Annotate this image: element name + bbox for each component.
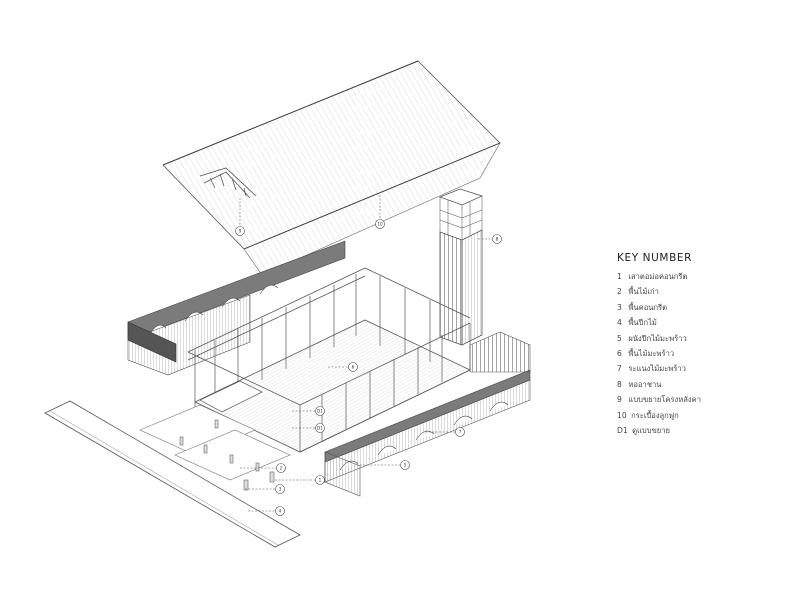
key-number-legend: KEY NUMBER 1 เสาตอม่อคอนกรีต 2 พื้นไม้เก…	[617, 252, 792, 438]
roof-eave	[243, 142, 501, 250]
front-frame	[299, 322, 471, 453]
callout-d1-b[interactable]: D1	[315, 423, 325, 433]
tower-shaft-right	[461, 229, 483, 346]
main-frame	[187, 267, 471, 412]
legend-item: 9 แบบขยายโครงหลังคา	[617, 392, 792, 407]
callout-9[interactable]: 9	[235, 226, 245, 236]
callout-label: 4	[279, 509, 282, 514]
callout-8[interactable]: 8	[492, 234, 502, 244]
tower	[438, 188, 484, 346]
front-louvers	[469, 331, 531, 373]
legend-item: 2 พื้นไม้เก่า	[617, 284, 792, 299]
callout-leaders	[239, 195, 492, 512]
callout-4[interactable]: 4	[275, 506, 285, 516]
roof	[162, 60, 501, 276]
back-wall-left	[127, 240, 346, 376]
legend-item: 10 กระเบื้องลูกฟูก	[617, 408, 792, 423]
back-wall-base	[127, 294, 251, 376]
callout-label: 2	[280, 466, 283, 471]
callout-label: 5	[404, 463, 407, 468]
legend-item-text: แบบขยายโครงหลังคา	[628, 395, 701, 405]
legend-item-number: 8	[617, 379, 622, 389]
callout-label: D1	[317, 409, 323, 414]
legend-item-number: 10	[617, 410, 627, 420]
legend-item: 8 หออาชาน	[617, 377, 792, 392]
legend-item: 4 พื้นปีกไม้	[617, 315, 792, 330]
callout-label: 1	[319, 478, 322, 483]
legend-item-text: หออาชาน	[628, 379, 662, 389]
legend-item: 7 ระแนงไม้มะพร้าว	[617, 361, 792, 376]
legend-item-text: พื้นไม้เก่า	[628, 287, 659, 297]
legend-item-number: 3	[617, 302, 622, 312]
legend-title: KEY NUMBER	[617, 252, 693, 264]
callout-2[interactable]: 2	[276, 463, 286, 473]
front-wall	[324, 369, 531, 497]
callout-7[interactable]: 7	[455, 427, 465, 437]
legend-item-number: 5	[617, 333, 622, 343]
callout-5[interactable]: 5	[400, 460, 410, 470]
legend-item-text: กระเบื้องลูกฟูก	[631, 410, 679, 420]
legend-item-number: 1	[617, 272, 622, 281]
side-room	[199, 380, 263, 413]
callout-label: D1	[317, 426, 323, 431]
column	[243, 471, 275, 491]
callout-d1-a[interactable]: D1	[315, 406, 325, 416]
legend-item-number: 9	[617, 395, 622, 405]
legend-item-text: พื้นคอนกรีต	[628, 302, 668, 312]
legend-item-number: 7	[617, 364, 622, 374]
legend-item-text: พื้นไม้มะพร้าว	[628, 349, 675, 359]
legend-item-text: ดูแบบขยาย	[632, 426, 670, 436]
callout-10[interactable]: 10	[375, 219, 385, 229]
legend-item-number: D1	[617, 426, 628, 436]
legend-item: 6 พื้นไม้มะพร้าว	[617, 346, 792, 361]
tower-shaft-left	[439, 231, 463, 346]
legend-item: 3 พื้นคอนกรีต	[617, 300, 792, 315]
callout-label: 3	[279, 487, 282, 492]
callout-label: 6	[352, 365, 355, 370]
legend-item-text: ผนังปีกไม้มะพร้าว	[628, 333, 687, 343]
callout-1[interactable]: 1	[315, 475, 325, 485]
roof-truss	[199, 167, 257, 199]
callout-label: 8	[496, 237, 499, 242]
foundation	[139, 404, 291, 481]
legend-item-text: พื้นปีกไม้	[628, 318, 657, 328]
roof-ridge	[162, 60, 419, 166]
legend-item-number: 2	[617, 287, 622, 297]
legend-item-number: 4	[617, 318, 622, 328]
legend-item-number: 6	[617, 349, 622, 359]
legend-list: 1 เสาตอม่อคอนกรีต 2 พื้นไม้เก่า 3 พื้นคอ…	[617, 269, 792, 438]
callout-label: 10	[377, 222, 383, 227]
legend-item-text: เสาตอม่อคอนกรีต	[628, 272, 688, 281]
callout-label: 7	[459, 430, 462, 435]
callout-6[interactable]: 6	[348, 362, 358, 372]
legend-item: D1 ดูแบบขยาย	[617, 423, 792, 438]
legend-item-text: ระแนงไม้มะพร้าว	[628, 364, 686, 374]
legend-item: 5 ผนังปีกไม้มะพร้าว	[617, 331, 792, 346]
wing-floor	[44, 400, 301, 548]
callout-3[interactable]: 3	[275, 484, 285, 494]
callout-label: 9	[239, 229, 242, 234]
legend-item: 1 เสาตอม่อคอนกรีต	[617, 269, 792, 284]
